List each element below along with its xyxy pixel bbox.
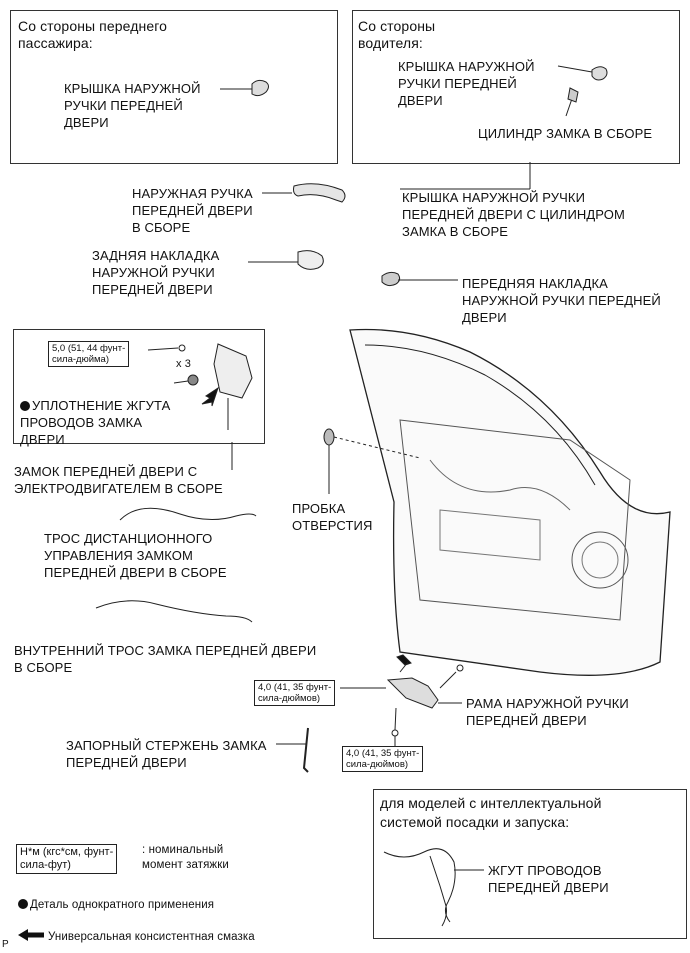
torque-spec-frame-lower: 4,0 (41, 35 фунт- сила-дюймов) [342, 746, 424, 772]
legend-torque-unit: Н*м (кгс*см, фунт- сила-фут) [16, 844, 118, 874]
legend-non-reusable: Деталь однократного применения [18, 880, 214, 914]
driver-side-box [352, 10, 680, 164]
driver-side-heading: Со стороны водителя: [358, 18, 436, 51]
legend-grease-text: Универсальная консистентная смазка [48, 931, 255, 943]
corner-code: P [2, 939, 9, 950]
label-rear-handle-pad: ЗАДНЯЯ НАКЛАДКА НАРУЖНОЙ РУЧКИ ПЕРЕДНЕЙ … [92, 248, 220, 297]
label-striker: ЗАПОРНЫЙ СТЕРЖЕНЬ ЗАМКА ПЕРЕДНЕЙ ДВЕРИ [66, 738, 267, 770]
legend-non-reusable-text: Деталь однократного применения [30, 899, 215, 911]
non-reusable-dot-icon [20, 401, 30, 411]
label-outer-handle: НАРУЖНАЯ РУЧКА ПЕРЕДНЕЙ ДВЕРИ В СБОРЕ [132, 186, 253, 235]
label-door-wire-harness: ЖГУТ ПРОВОДОВ ПЕРЕДНЕЙ ДВЕРИ [488, 863, 609, 895]
label-lock-cylinder: ЦИЛИНДР ЗАМКА В СБОРЕ [478, 126, 653, 141]
passenger-side-heading: Со стороны переднего пассажира: [18, 18, 167, 51]
label-front-handle-pad: ПЕРЕДНЯЯ НАКЛАДКА НАРУЖНОЙ РУЧКИ ПЕРЕДНЕ… [462, 276, 661, 325]
label-inner-lock-cable: ВНУТРЕННИЙ ТРОС ЗАМКА ПЕРЕДНЕЙ ДВЕРИ В С… [14, 643, 317, 675]
torque-spec-frame-upper: 4,0 (41, 35 фунт- сила-дюймов) [254, 680, 336, 706]
label-hole-plug: ПРОБКА ОТВЕРСТИЯ [292, 501, 373, 533]
smart-entry-heading: для моделей с интеллектуальной системой … [380, 795, 602, 830]
passenger-side-box [10, 10, 338, 164]
legend-dot-icon [18, 899, 28, 909]
label-driver-handle-cover: КРЫШКА НАРУЖНОЙ РУЧКИ ПЕРЕДНЕЙ ДВЕРИ [398, 59, 535, 108]
label-handle-frame: РАМА НАРУЖНОЙ РУЧКИ ПЕРЕДНЕЙ ДВЕРИ [466, 696, 629, 728]
legend-torque-desc: : номинальный момент затяжки [142, 844, 229, 871]
label-door-lock-motor: ЗАМОК ПЕРЕДНЕЙ ДВЕРИ С ЭЛЕКТРОДВИГАТЕЛЕМ… [14, 464, 223, 496]
smart-entry-box [373, 789, 687, 939]
legend-grease: Универсальная консистентная смазка [18, 912, 255, 946]
quantity-label: x 3 [176, 358, 191, 370]
grease-arrow-icon [18, 929, 44, 941]
label-remote-cable: ТРОС ДИСТАНЦИОННОГО УПРАВЛЕНИЯ ЗАМКОМ ПЕ… [44, 531, 227, 580]
label-harness-seal: УПЛОТНЕНИЕ ЖГУТА ПРОВОДОВ ЗАМКА ДВЕРИ [20, 380, 170, 448]
harness-seal-text: УПЛОТНЕНИЕ ЖГУТА ПРОВОДОВ ЗАМКА ДВЕРИ [20, 398, 171, 447]
label-passenger-handle-cover: КРЫШКА НАРУЖНОЙ РУЧКИ ПЕРЕДНЕЙ ДВЕРИ [64, 81, 201, 130]
torque-spec-lock: 5,0 (51, 44 фунт- сила-дюйма) [48, 341, 130, 367]
label-cover-with-cylinder: КРЫШКА НАРУЖНОЙ РУЧКИ ПЕРЕДНЕЙ ДВЕРИ С Ц… [402, 190, 625, 239]
